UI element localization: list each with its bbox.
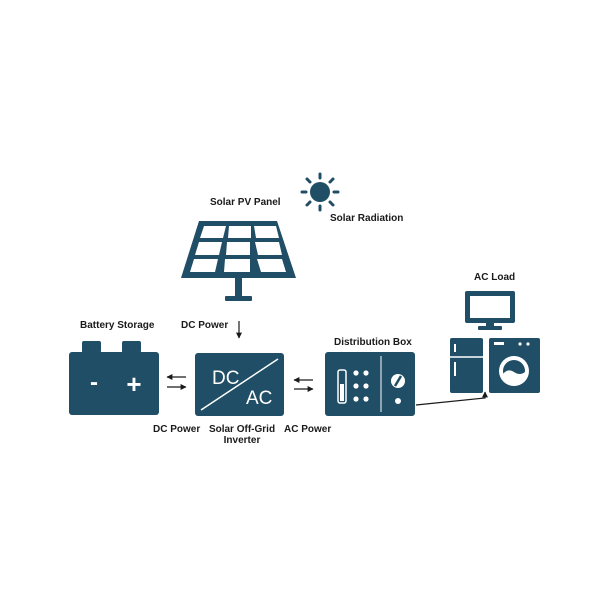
ac-load-label: AC Load [474, 272, 516, 283]
washing-machine-icon [489, 338, 540, 393]
arrow-box-to-load [415, 391, 488, 406]
battery-icon: - + [69, 341, 159, 415]
solar-radiation-label: Solar Radiation [330, 213, 404, 224]
inverter-label-line1: Solar Off-Grid [208, 424, 276, 435]
battery-plus-sign: + [126, 369, 141, 399]
inverter-dc-text: DC [212, 368, 239, 389]
inverter-label: Solar Off-Grid Inverter [205, 424, 279, 446]
solar-panel-icon [181, 221, 296, 301]
inverter-ac-text: AC [246, 388, 272, 409]
distribution-box-label: Distribution Box [334, 337, 412, 348]
flow-arrows [166, 321, 488, 406]
inverter-icon: DC AC [195, 353, 284, 416]
refrigerator-icon [450, 338, 483, 393]
inverter-label-line2: Inverter [223, 435, 261, 446]
dc-power-bottom-label: DC Power [153, 424, 201, 435]
battery-storage-label: Battery Storage [80, 320, 155, 331]
distribution-box-icon [325, 352, 415, 416]
monitor-icon [465, 291, 515, 330]
dc-power-top-label: DC Power [181, 320, 229, 331]
sun-icon [300, 172, 340, 212]
solar-pv-panel-label: Solar PV Panel [210, 197, 281, 208]
battery-minus-sign: - [90, 369, 98, 396]
ac-power-label: AC Power [284, 424, 332, 435]
